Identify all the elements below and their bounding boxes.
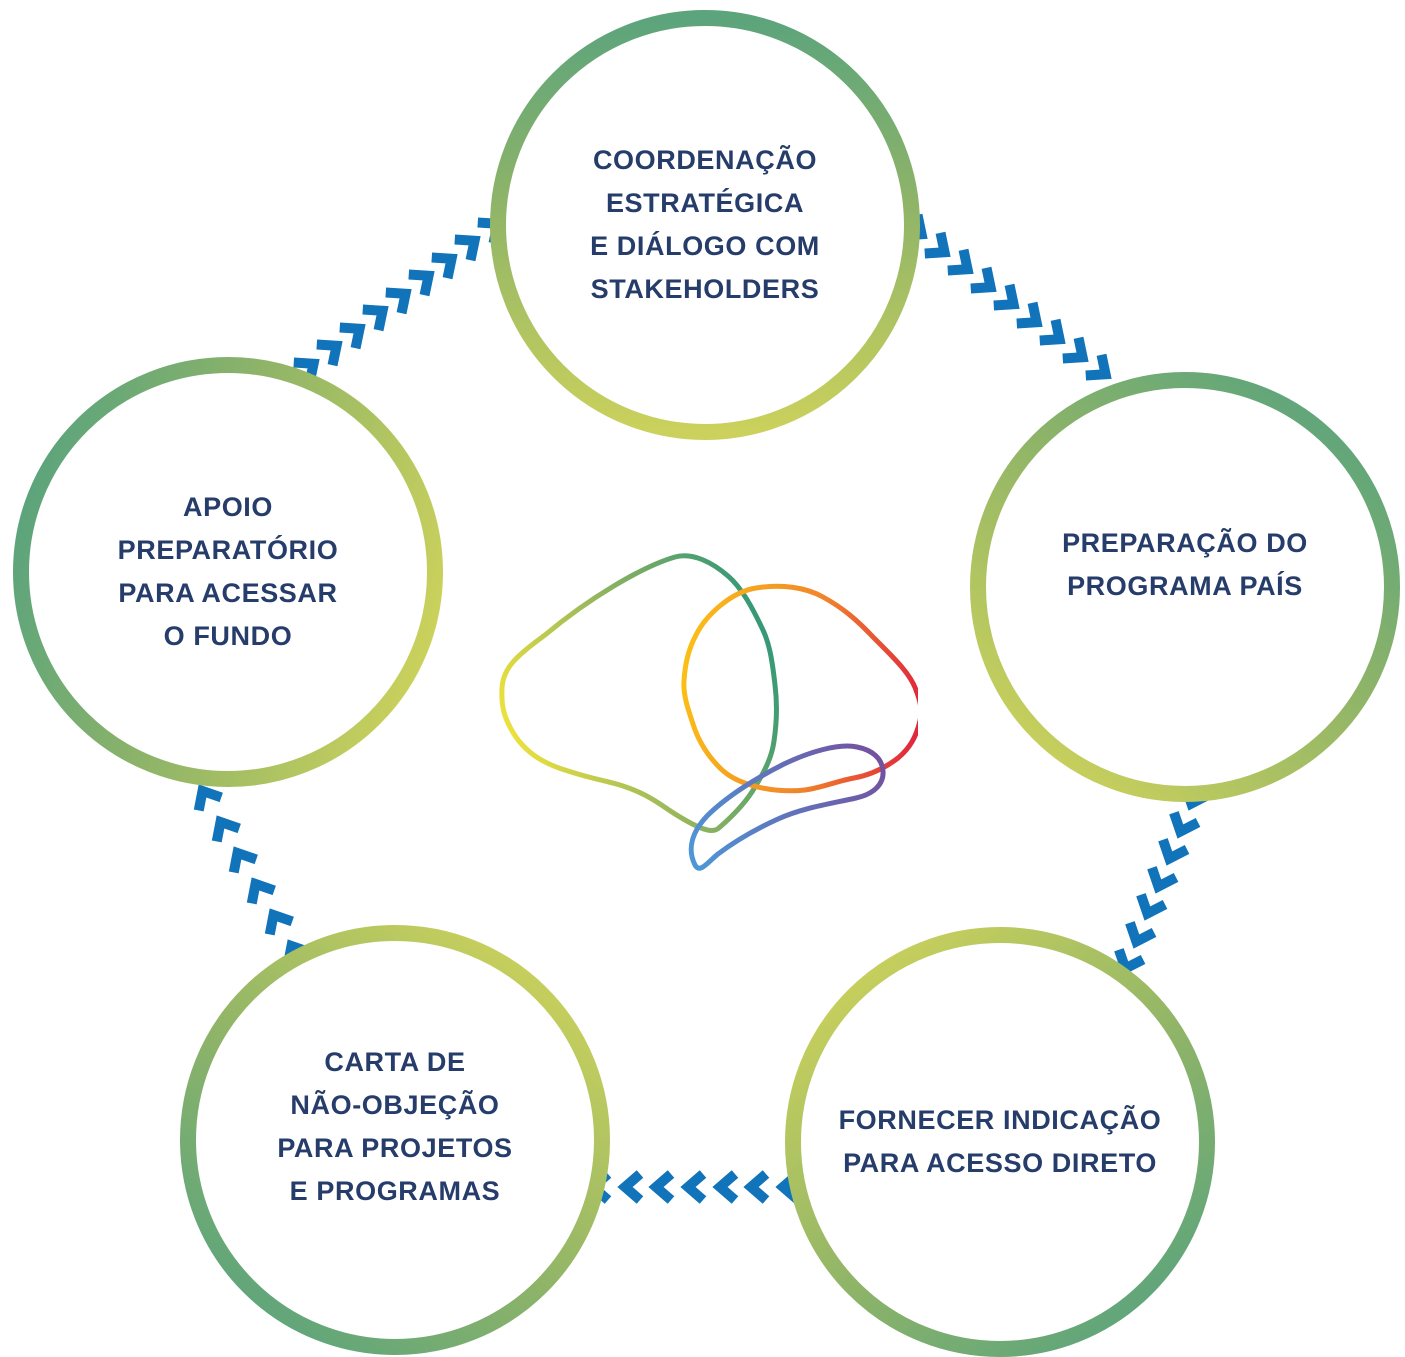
gcf-logo	[493, 543, 924, 873]
chevron-icon	[244, 877, 274, 903]
label-line: E PROGRAMAS	[289, 1176, 501, 1206]
chevron-icon	[363, 300, 391, 330]
chevron-icon	[1168, 813, 1198, 837]
node-preparacao-programa-pais: PREPARAÇÃO DO PROGRAMA PAÍS	[970, 372, 1400, 802]
chevron-icon	[340, 318, 368, 348]
chevron-icon	[688, 1174, 703, 1200]
chevron-icon	[209, 815, 239, 841]
chevron-icon	[1135, 895, 1165, 919]
chevron-icon	[751, 1174, 766, 1200]
chevron-icon	[994, 285, 1022, 315]
label-line: ESTRATÉGICA	[605, 188, 805, 218]
arrow-run-bottom-right-to-bottom-left	[593, 1174, 798, 1200]
chevron-icon	[948, 250, 976, 280]
chevron-icon	[432, 248, 460, 278]
node-label: APOIO PREPARATÓRIO PARA ACESSAR O FUNDO	[118, 486, 339, 658]
label-line: PARA ACESSO DIRETO	[843, 1148, 1157, 1178]
label-line: O FUNDO	[163, 621, 293, 651]
chevron-icon	[409, 265, 437, 295]
chevron-icon	[226, 846, 256, 872]
chevron-icon	[386, 283, 414, 313]
chevron-icon	[455, 230, 483, 260]
ring-circle	[13, 357, 443, 787]
chevron-icon	[720, 1174, 735, 1200]
chevron-icon	[925, 233, 953, 263]
label-line: PARA PROJETOS	[277, 1133, 513, 1163]
node-label: CARTA DE NÃO-OBJEÇÃO PARA PROJETOS E PRO…	[277, 1041, 512, 1213]
node-ring-svg	[490, 10, 920, 440]
chevron-icon	[1040, 320, 1068, 350]
ring-circle	[970, 372, 1400, 802]
chevron-icon	[1146, 868, 1176, 892]
node-carta-nao-objecao: CARTA DE NÃO-OBJEÇÃO PARA PROJETOS E PRO…	[180, 925, 610, 1355]
node-label: FORNECER INDICAÇÃO PARA ACESSO DIRETO	[839, 1099, 1162, 1185]
node-ring-svg	[13, 357, 443, 787]
gcf-logo-svg	[499, 553, 924, 871]
ring-circle	[785, 927, 1215, 1357]
label-line: FORNECER INDICAÇÃO	[838, 1105, 1162, 1135]
ring-circle	[180, 925, 610, 1355]
label-line: COORDENAÇÃO	[592, 145, 818, 175]
chevron-icon	[656, 1174, 671, 1200]
label-line: PARA ACESSAR	[118, 578, 338, 608]
chevron-icon	[1157, 840, 1187, 864]
logo-blob-amber-red	[681, 583, 924, 794]
label-line: PROGRAMA PAÍS	[1067, 571, 1303, 601]
logo-blob-yellow-teal	[499, 553, 779, 833]
chevron-icon	[1063, 338, 1091, 368]
node-ring-svg	[180, 925, 610, 1355]
label-line: PREPARATÓRIO	[117, 535, 339, 565]
logo-blob-blue-purple	[688, 743, 886, 871]
label-line: E DIÁLOGO COM	[590, 231, 820, 261]
chevron-icon	[971, 268, 999, 298]
node-label: COORDENAÇÃO ESTRATÉGICA E DIÁLOGO COM ST…	[590, 139, 820, 311]
chevron-icon	[1017, 303, 1045, 333]
node-fornecer-indicacao: FORNECER INDICAÇÃO PARA ACESSO DIRETO	[785, 927, 1215, 1357]
chevron-icon	[625, 1174, 640, 1200]
node-ring-svg	[785, 927, 1215, 1357]
chevron-icon	[191, 784, 221, 810]
label-line: STAKEHOLDERS	[590, 274, 820, 304]
node-apoio-preparatorio: APOIO PREPARATÓRIO PARA ACESSAR O FUNDO	[13, 357, 443, 787]
arrow-run-top-to-right	[902, 215, 1114, 385]
label-line: APOIO	[182, 492, 273, 522]
node-coordenacao-estrategica: COORDENAÇÃO ESTRATÉGICA E DIÁLOGO COM ST…	[490, 10, 920, 440]
label-line: PREPARAÇÃO DO	[1062, 528, 1308, 558]
ring-circle	[490, 10, 920, 440]
label-line: CARTA DE	[324, 1047, 466, 1077]
label-line: NÃO-OBJEÇÃO	[290, 1090, 500, 1120]
node-label: PREPARAÇÃO DO PROGRAMA PAÍS	[1062, 522, 1308, 608]
node-ring-svg	[970, 372, 1400, 802]
